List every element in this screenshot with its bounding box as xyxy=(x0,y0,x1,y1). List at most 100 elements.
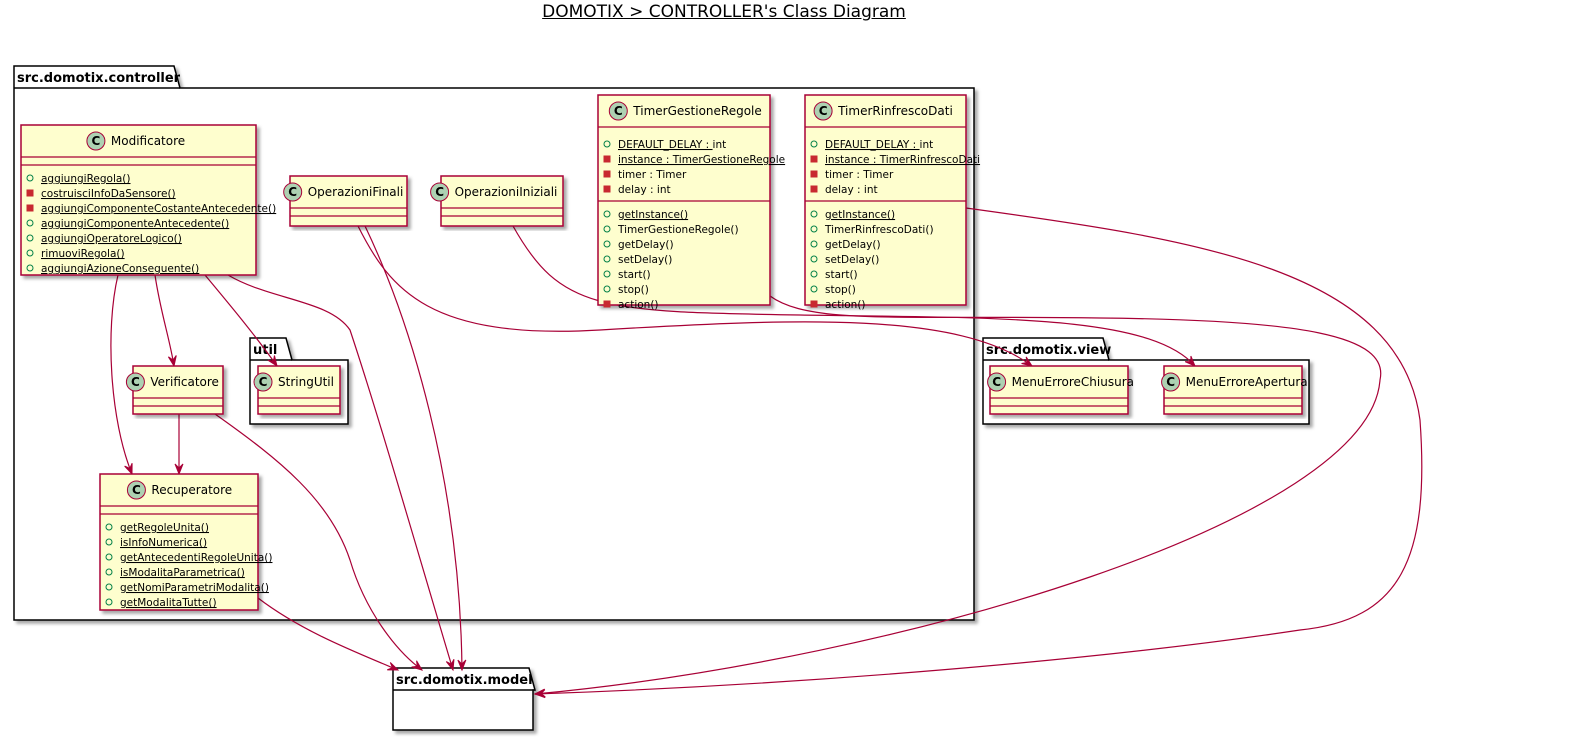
class-method: TimerGestioneRegole() xyxy=(617,224,739,236)
public-visibility-icon xyxy=(810,255,818,263)
class-name: Recuperatore xyxy=(151,483,232,497)
public-visibility-icon xyxy=(105,583,113,591)
class-field: timer : Timer xyxy=(825,169,894,181)
dependency-modificatore-to-verificatore xyxy=(154,274,177,368)
class-menu-errore-chiusura[interactable]: C MenuErroreChiusura xyxy=(987,365,1134,415)
svg-text:C: C xyxy=(132,483,141,497)
public-visibility-icon xyxy=(603,225,611,233)
class-field: instance : TimerGestioneRegole xyxy=(618,154,785,166)
class-name: Verificatore xyxy=(150,375,219,389)
class-method: stop() xyxy=(618,284,649,296)
public-visibility-icon xyxy=(810,270,818,278)
dependency-operazioni-finali-to-menu-errore-chiusura xyxy=(357,225,1034,367)
dependency-line xyxy=(357,225,1033,367)
class-method: aggiungiOperatoreLogico() xyxy=(41,233,182,245)
class-box xyxy=(1163,365,1303,415)
public-visibility-icon xyxy=(810,210,818,218)
class-stereotype-icon: C xyxy=(608,101,628,121)
class-method: action() xyxy=(618,299,659,311)
class-stereotype-icon: C xyxy=(253,372,273,392)
class-name: TimerGestioneRegole xyxy=(632,104,761,118)
class-method: setDelay() xyxy=(825,254,879,266)
class-method: getModalitaTutte() xyxy=(120,597,217,609)
class-method: rimuoviRegola() xyxy=(41,248,125,260)
class-stereotype-icon: C xyxy=(430,182,450,202)
diagram-title-text: DOMOTIX > CONTROLLER's Class Diagram xyxy=(542,2,906,22)
class-name: MenuErroreApertura xyxy=(1186,375,1308,389)
dependency-line xyxy=(154,274,175,367)
svg-text:C: C xyxy=(992,375,1001,389)
class-method: getAntecedentiRegoleUnita() xyxy=(120,552,272,564)
class-box xyxy=(257,365,341,415)
svg-text:C: C xyxy=(131,375,140,389)
public-visibility-icon xyxy=(105,553,113,561)
arrowhead xyxy=(533,689,546,699)
class-operazioni-iniziali[interactable]: C OperazioniIniziali xyxy=(430,175,564,227)
arrowhead xyxy=(174,463,184,476)
class-box xyxy=(289,175,408,227)
private-visibility-icon xyxy=(603,155,611,163)
dependency-modificatore-to-src-domotix-model xyxy=(227,274,455,672)
dependency-operazioni-iniziali-to-menu-errore-apertura xyxy=(512,225,1196,367)
class-verificatore[interactable]: C Verificatore xyxy=(125,365,224,415)
dependency-line xyxy=(534,295,1382,695)
class-menu-errore-apertura[interactable]: C MenuErroreApertura xyxy=(1161,365,1308,415)
public-visibility-icon xyxy=(603,210,611,218)
private-visibility-icon xyxy=(810,170,818,178)
arrowhead xyxy=(1021,356,1034,367)
class-name: MenuErroreChiusura xyxy=(1012,375,1134,389)
svg-text:C: C xyxy=(435,185,444,199)
public-visibility-icon xyxy=(603,240,611,248)
class-name: OperazioniIniziali xyxy=(455,185,558,199)
arrowhead xyxy=(445,659,455,672)
dependency-line xyxy=(214,413,423,671)
private-visibility-icon xyxy=(810,185,818,193)
arrowhead xyxy=(387,662,400,671)
class-field: DEFAULT_DELAY : int xyxy=(618,139,726,151)
class-method: getDelay() xyxy=(825,239,881,251)
public-visibility-icon xyxy=(810,240,818,248)
svg-text:C: C xyxy=(91,134,100,148)
package-label: src.domotix.model xyxy=(396,673,533,688)
class-stereotype-icon: C xyxy=(125,372,145,392)
class-field: instance : TimerRinfrescoDati xyxy=(825,154,980,166)
public-visibility-icon xyxy=(810,140,818,148)
arrowhead xyxy=(1184,355,1196,367)
dependency-verificatore-to-src-domotix-model xyxy=(214,413,424,671)
dependency-modificatore-to-recuperatore xyxy=(110,274,133,476)
package-label: src.domotix.view xyxy=(986,343,1111,358)
class-method: TimerRinfrescoDati() xyxy=(824,224,934,236)
diagram-title: DOMOTIX > CONTROLLER's Class Diagram xyxy=(0,2,1448,22)
class-stereotype-icon: C xyxy=(1161,372,1181,392)
class-method: isInfoNumerica() xyxy=(120,537,207,549)
class-box xyxy=(597,94,771,306)
public-visibility-icon xyxy=(105,523,113,531)
class-method: costruisciInfoDaSensore() xyxy=(41,188,176,200)
class-field: delay : int xyxy=(618,184,671,196)
class-stereotype-icon: C xyxy=(86,131,106,151)
svg-text:C: C xyxy=(288,185,297,199)
public-visibility-icon xyxy=(26,174,34,182)
svg-text:C: C xyxy=(1166,375,1175,389)
class-box xyxy=(20,124,257,276)
dependency-recuperatore-to-src-domotix-model xyxy=(257,597,400,671)
class-method: getDelay() xyxy=(618,239,674,251)
public-visibility-icon xyxy=(603,270,611,278)
class-method: isModalitaParametrica() xyxy=(120,567,245,579)
class-name: OperazioniFinali xyxy=(308,185,404,199)
dependency-line xyxy=(110,274,133,475)
dependency-line xyxy=(512,225,1196,367)
class-method: getInstance() xyxy=(618,209,688,221)
class-operazioni-finali[interactable]: C OperazioniFinali xyxy=(283,175,408,227)
arrowhead xyxy=(124,463,133,476)
arrowhead xyxy=(167,355,177,368)
class-stereotype-icon: C xyxy=(813,101,833,121)
class-stereotype-icon: C xyxy=(283,182,303,202)
private-visibility-icon xyxy=(603,300,611,308)
